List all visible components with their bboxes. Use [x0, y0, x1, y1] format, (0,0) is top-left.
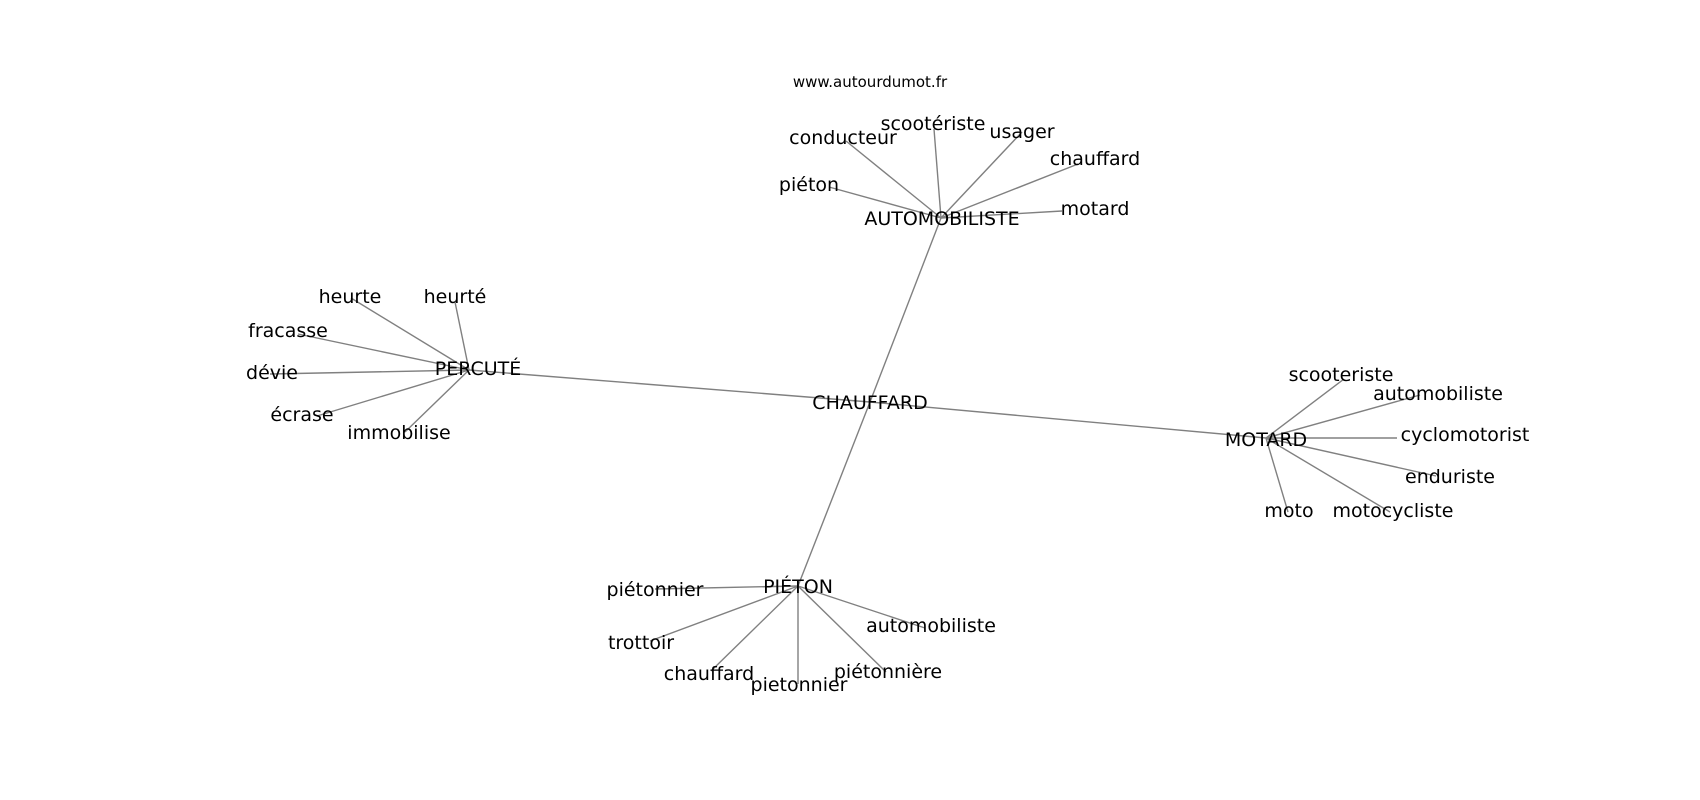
- word-node-label: fracasse: [248, 320, 328, 342]
- hub-to-word-edge: [797, 585, 926, 629]
- word-node-label: chauffard: [1050, 148, 1140, 170]
- hub-to-word-edge: [940, 210, 1063, 219]
- hub-to-word-edge: [316, 369, 470, 417]
- hub-to-word-edge: [1265, 437, 1437, 477]
- word-node-label: usager: [989, 121, 1054, 143]
- word-node-label: heurte: [319, 286, 382, 308]
- hub-to-word-edge: [845, 140, 942, 219]
- word-node-label: cyclomotorist: [1401, 424, 1530, 446]
- word-node-label: motard: [1061, 198, 1130, 220]
- hub-to-word-edge: [1265, 394, 1421, 439]
- word-node-label: dévie: [246, 362, 298, 384]
- center-to-hub-edge: [869, 217, 942, 403]
- center-node-label: CHAUFFARD: [812, 392, 927, 414]
- hub-node-label: PIÉTON: [763, 575, 833, 598]
- word-node-label: piétonnier: [607, 579, 704, 601]
- word-node-label: immobilise: [347, 422, 450, 444]
- hub-to-word-edge: [1265, 437, 1289, 513]
- word-node-label: chauffard: [664, 663, 754, 685]
- word-node-label: écrase: [270, 404, 333, 426]
- word-node-label: scootériste: [881, 113, 986, 135]
- word-node-label: motocycliste: [1333, 500, 1454, 522]
- edge-layer: [269, 128, 1437, 684]
- hub-to-word-edge: [269, 369, 470, 375]
- hub-to-word-edge: [797, 585, 887, 673]
- hub-to-word-edge: [933, 128, 942, 219]
- hub-to-word-edge: [654, 585, 799, 590]
- center-to-hub-edge: [797, 401, 871, 587]
- hub-to-word-edge: [1265, 378, 1345, 439]
- word-node-label: piétonnière: [834, 661, 942, 683]
- hub-to-word-edge: [940, 163, 1079, 219]
- hub-to-word-edge: [940, 131, 1023, 219]
- word-node-label: enduriste: [1405, 466, 1495, 488]
- hub-to-word-edge: [649, 585, 799, 642]
- word-node-label: piéton: [779, 174, 839, 196]
- hub-to-word-edge: [297, 333, 470, 371]
- hub-node-label: MOTARD: [1225, 429, 1307, 451]
- hub-to-word-edge: [828, 186, 942, 219]
- hub-to-word-edge: [350, 297, 470, 371]
- word-node-label: moto: [1264, 500, 1313, 522]
- center-to-hub-edge: [869, 401, 1267, 439]
- word-node-label: conducteur: [789, 127, 897, 149]
- word-node-label: automobiliste: [1373, 383, 1503, 405]
- hub-to-word-edge: [1265, 437, 1391, 513]
- hub-to-word-edge: [404, 369, 470, 433]
- hub-node-label: AUTOMOBILISTE: [864, 208, 1019, 230]
- hub-node-label: PERCUTÉ: [435, 357, 522, 380]
- center-to-hub-edge: [468, 369, 871, 403]
- word-node-label: scooteriste: [1289, 364, 1394, 386]
- source-credit: www.autourdumot.fr: [793, 73, 948, 91]
- word-node-label: trottoir: [608, 632, 674, 654]
- word-node-label: heurté: [424, 286, 487, 308]
- hub-to-word-edge: [454, 301, 470, 371]
- word-node-label: automobiliste: [866, 615, 996, 637]
- label-layer: CHAUFFARDAUTOMOBILISTEpiétonconducteursc…: [246, 113, 1529, 696]
- hub-to-word-edge: [710, 585, 799, 672]
- word-node-label: pietonnier: [751, 674, 848, 696]
